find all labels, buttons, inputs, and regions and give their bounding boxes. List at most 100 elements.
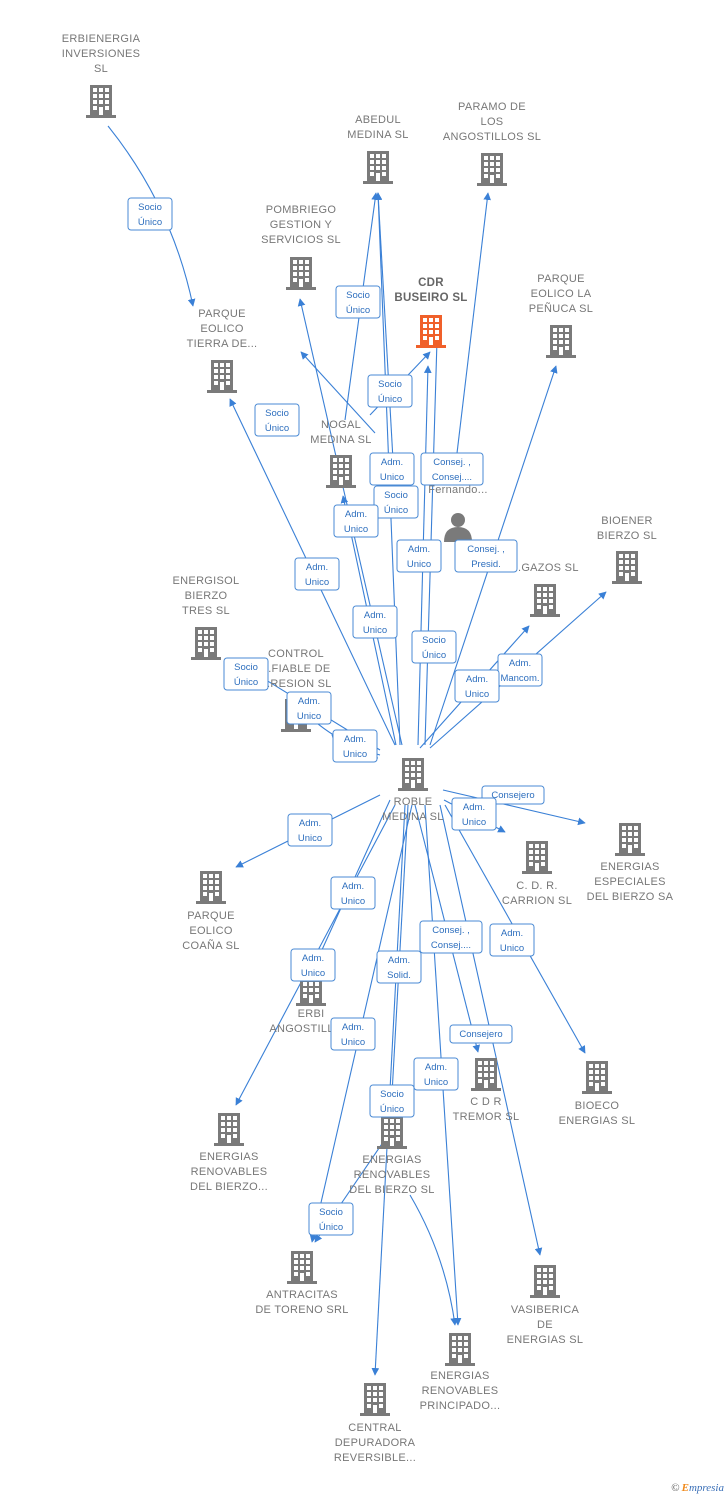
edge-label[interactable]: Adm.Unico — [333, 504, 379, 538]
edge-label[interactable]: Consej. ,Consej.... — [420, 452, 484, 486]
edge-label-text: Adm. — [388, 955, 410, 966]
edge-label-box — [352, 605, 398, 639]
node-label-line: EOLICO — [189, 925, 233, 937]
node-control[interactable]: CONTROL...FIABLE DE...RESION SL — [260, 648, 331, 732]
edge-label[interactable]: Adm.Unico — [396, 539, 442, 573]
edge-label[interactable]: Consejero — [481, 785, 545, 805]
building-icon — [86, 85, 116, 118]
node-label-line: LOS — [481, 116, 504, 128]
node-label-line: PARQUE — [187, 910, 234, 922]
node-label-line: PARQUE — [537, 273, 584, 285]
edge-label-text: Consej.... — [431, 940, 471, 951]
edge-label-text: Único — [384, 505, 408, 516]
edge-label[interactable]: Adm.Unico — [290, 948, 336, 982]
edge-label-box — [413, 1057, 459, 1091]
edge-label-text: Socio — [234, 662, 258, 673]
edge-label[interactable]: Adm.Unico — [489, 923, 535, 957]
edge-label-box — [376, 950, 422, 984]
building-icon — [398, 758, 428, 791]
edge-label-box — [489, 923, 535, 957]
edge-label[interactable]: Consej. ,Presid. — [454, 539, 518, 573]
edge-label[interactable]: Adm. Unico — [369, 452, 415, 486]
node-label-line: ENERGIAS — [600, 861, 659, 873]
edge-label[interactable]: Adm.Unico — [330, 876, 376, 910]
edge-label-text: Adm. — [463, 802, 485, 813]
edge-label[interactable]: Consej. ,Consej.... — [419, 920, 483, 954]
node-label-line: RENOVABLES — [354, 1169, 431, 1181]
brand-name: mpresia — [688, 1482, 724, 1494]
building-icon — [582, 1061, 612, 1094]
node-label-line: BUSEIRO SL — [394, 292, 467, 304]
node-label-line: ...RESION SL — [260, 678, 331, 690]
building-icon — [363, 151, 393, 184]
node-label-line: DEPURADORA — [335, 1437, 416, 1449]
edge-label-text: Adm. — [381, 457, 403, 468]
edge-label-text: Adm. — [408, 544, 430, 555]
building-icon — [530, 1265, 560, 1298]
node-label-line: CARRION SL — [502, 895, 572, 907]
node-label-line: SL — [94, 63, 108, 75]
building-icon — [445, 1333, 475, 1366]
edge-label-text: Único — [138, 217, 162, 228]
node-label-line: NOGAL — [321, 419, 361, 431]
edge-label-text: Unico — [462, 817, 486, 828]
edge-label[interactable]: Adm.Unico — [286, 691, 332, 725]
node-gazos[interactable]: ...GAZOS SL — [511, 562, 579, 617]
edge-label[interactable]: Adm.Unico — [330, 1017, 376, 1051]
edge-label-text: Unico — [363, 625, 387, 636]
relationship-edge — [454, 192, 492, 471]
edge-label[interactable]: Adm.Solid. — [376, 950, 422, 984]
edge-label-box — [369, 1084, 415, 1118]
node-label-line: VASIBERICA — [511, 1304, 580, 1316]
building-icon — [477, 153, 507, 186]
edge-label-text: Adm. — [425, 1062, 447, 1073]
edge-label[interactable]: Adm. Unico — [451, 797, 497, 831]
edge-label[interactable]: Adm.Unico — [352, 605, 398, 639]
node-cdr-carrion[interactable]: C. D. R.CARRION SL — [502, 841, 572, 907]
edge-label-text: Unico — [380, 472, 404, 483]
edge-label[interactable]: Adm.Mancom. — [497, 653, 543, 687]
edge-label[interactable]: Adm.Unico — [287, 813, 333, 847]
edge-label[interactable]: Adm.Unico — [454, 669, 500, 703]
edge-label[interactable]: Adm.Unico — [413, 1057, 459, 1091]
edge-label-box — [335, 285, 381, 319]
edge-label[interactable]: Adm.Unico — [294, 557, 340, 591]
brand-footer[interactable]: ©Empresia — [671, 1482, 724, 1494]
edge-label[interactable]: Consejero — [449, 1024, 513, 1044]
node-label-line: DEL BIERZO SL — [349, 1184, 434, 1196]
node-ener-renov-principado[interactable]: ENERGIASRENOVABLESPRINCIPADO... — [420, 1333, 501, 1412]
edge-label[interactable]: Adm.Unico — [332, 729, 378, 763]
node-label-line: ROBLE — [394, 796, 433, 808]
node-central[interactable]: CENTRALDEPURADORAREVERSIBLE... — [334, 1383, 416, 1464]
edge-label-text: Unico — [305, 577, 329, 588]
building-icon — [471, 1058, 501, 1091]
